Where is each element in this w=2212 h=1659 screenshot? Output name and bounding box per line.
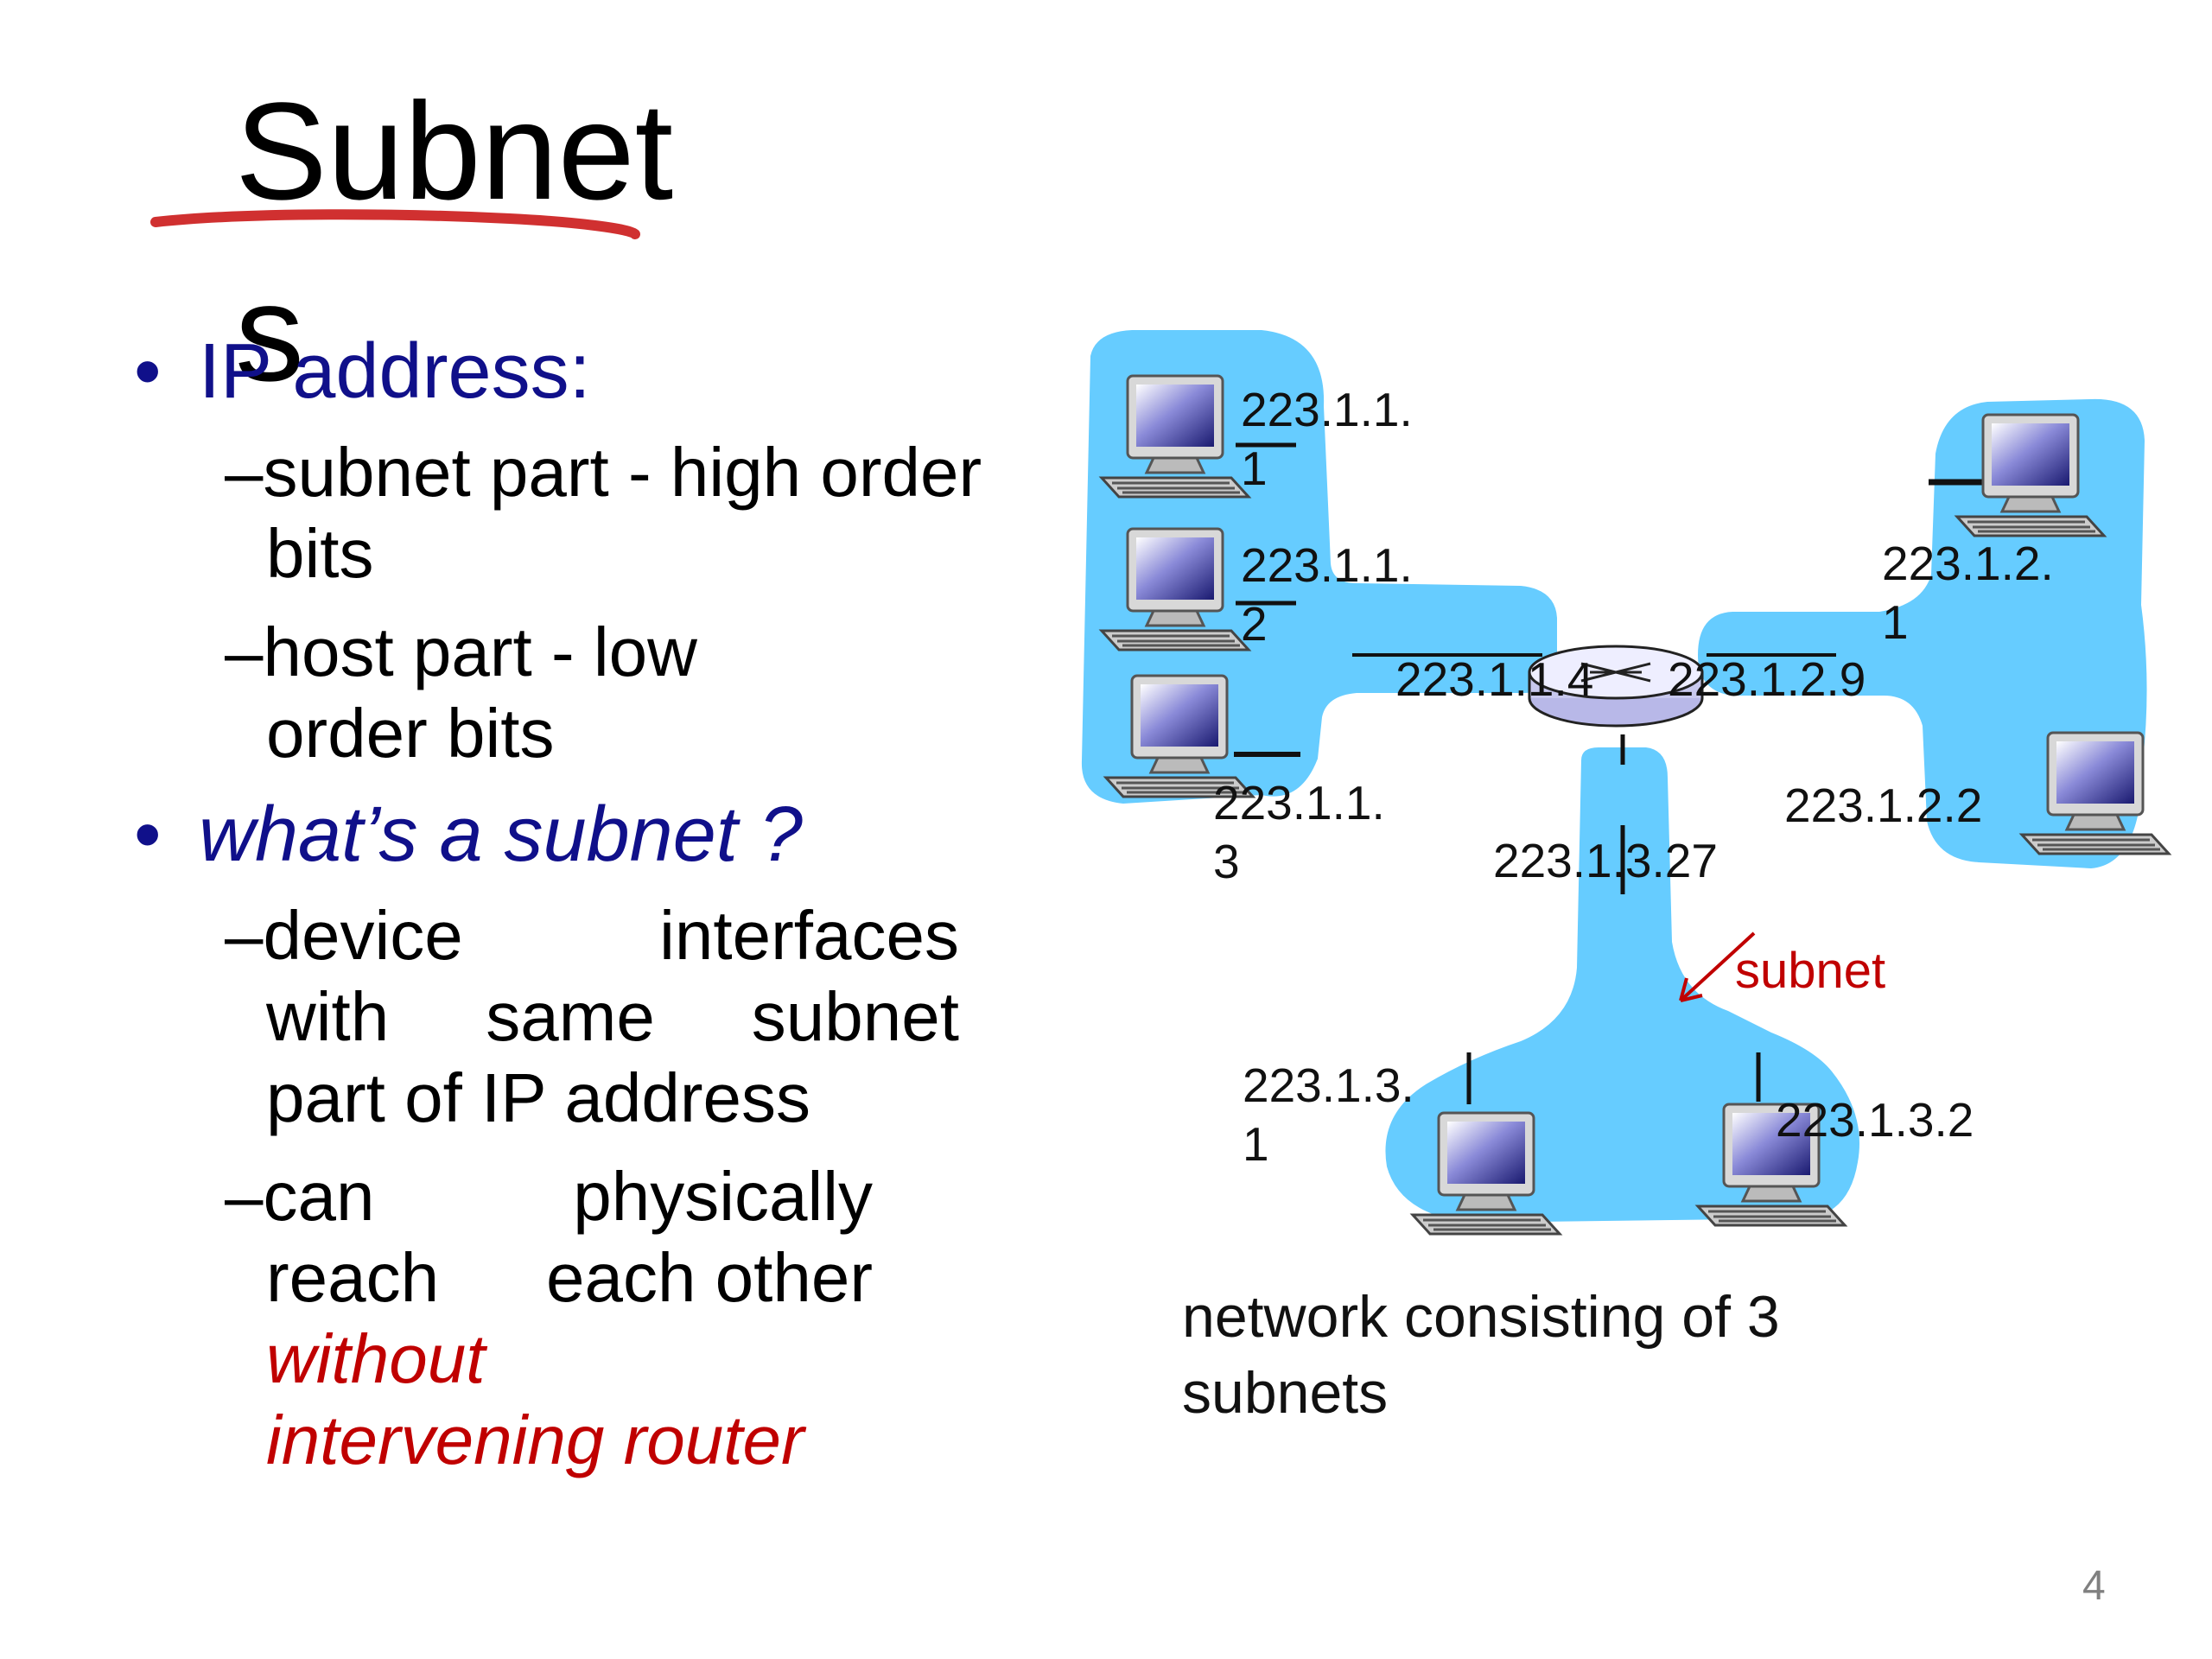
subnet-label: subnet [1735, 943, 1886, 999]
sub-bullet-subnet-part: –subnet part - high order bits [225, 434, 982, 592]
router-interface-label: 223.1.2.9 [1668, 652, 1866, 706]
router-interface-label: 223.1.1.4 [1395, 652, 1594, 706]
host-ip-label: 223.1.1. 3 [1213, 776, 1385, 888]
host-ip-label: 223.1.3. 1 [1243, 1058, 1414, 1171]
host-ip-label: 223.1.3.2 [1776, 1093, 1974, 1147]
bullet-ip-address: •IP address: [134, 328, 591, 415]
slide-title: Subnets [235, 73, 674, 410]
bullet-list: •IP address: –subnet part - high order b… [134, 328, 998, 1481]
subnet-arrow-icon [1679, 931, 1756, 1002]
bullet-dot-icon: • [134, 791, 162, 878]
title-underline-annotation [150, 209, 640, 239]
host-ip-label: 223.1.2.2 [1784, 779, 1983, 832]
host-ip-label: 223.1.1. 1 [1241, 383, 1413, 495]
router-interface-label: 223.1.3.27 [1493, 834, 1718, 887]
router-icon [1528, 645, 1704, 728]
bullet-dot-icon: • [134, 328, 162, 415]
host-ip-label: 223.1.1. 2 [1241, 538, 1413, 651]
page-number: 4 [2082, 1563, 2106, 1609]
diagram-caption: network consisting of 3 subnets [1182, 1284, 1780, 1426]
host-ip-label: 223.1.2. 1 [1882, 537, 2054, 649]
bullet-whats-a-subnet: •what’s a subnet ? [134, 791, 803, 878]
sub-bullet-host-part: –host part - low order bits [225, 613, 697, 772]
